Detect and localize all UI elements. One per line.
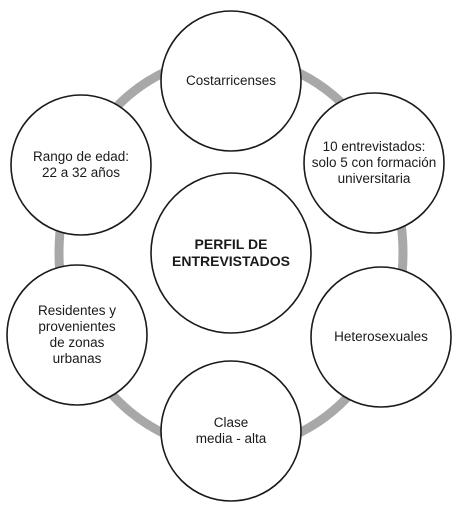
node-label-nationality: Costarricenses <box>185 73 277 88</box>
node-circle-class <box>160 360 302 502</box>
node-circle-nationality <box>160 10 302 152</box>
center-label: PERFIL DE ENTREVISTADOS <box>172 236 290 269</box>
node-circle-residence <box>6 264 148 406</box>
node-label-education: 10 entrevistados: solo 5 con formación u… <box>311 139 437 186</box>
node-label-age: Rango de edad: 22 a 32 años <box>32 149 130 180</box>
node-label-residence: Residentes y provenientes de zonas urban… <box>37 303 117 366</box>
node-circle-orientation <box>310 266 452 408</box>
node-circle-age <box>10 94 152 236</box>
node-label-class: Clase media - alta <box>195 415 267 446</box>
center-circle <box>150 172 312 334</box>
node-circle-education <box>303 92 445 234</box>
node-label-orientation: Heterosexuales <box>334 329 428 344</box>
